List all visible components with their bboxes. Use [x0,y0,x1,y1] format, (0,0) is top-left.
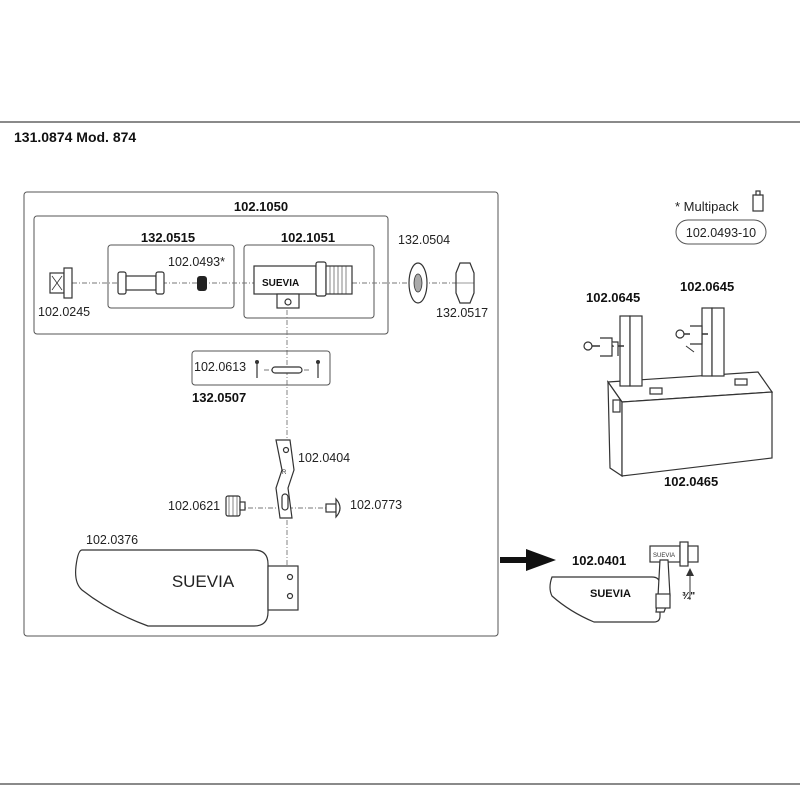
part-label-0493: 102.0493* [168,255,225,269]
valve-body-group-frame [243,244,375,319]
knurled-screw-icon [225,495,246,517]
part-label-0613: 102.0613 [194,360,246,374]
svg-text:R: R [282,470,287,476]
multipack-box-icon [752,190,764,212]
valve-body-icon [253,261,353,309]
hex-nut-icon [455,262,475,304]
group-label-1051: 102.1051 [281,230,335,245]
sleeve-icon [117,271,165,295]
mounting-box-icon [606,307,774,478]
plate-brand-label: SUEVIA [172,572,235,591]
part-label-0504: 132.0504 [398,233,450,247]
part-label-0773: 102.0773 [350,498,402,512]
part-label-0404: 102.0404 [298,451,350,465]
group-label-0507: 132.0507 [192,390,246,405]
rivet-icon [325,497,341,519]
inset-mini-brand: SUEVIA [653,553,675,559]
arrow-right-icon [500,549,556,571]
clamp-icon [675,325,708,353]
multipack-code: 102.0493-10 [686,226,756,240]
part-label-0465: 102.0465 [664,474,718,489]
multipack-code-frame [675,219,767,245]
lever-icon: R [275,439,295,519]
thread-size-label: ¾" [682,591,695,602]
main-assembly-frame [23,191,499,637]
part-label-0517: 132.0517 [436,306,488,320]
part-label-0645a: 102.0645 [586,290,640,305]
flush-plate-icon [75,549,299,627]
part-label-0621: 102.0621 [168,499,220,513]
multipack-label: * Multipack [675,199,739,214]
pin-icon [255,360,320,378]
valve-assembly-frame [33,215,389,335]
diagram-title: 131.0874 Mod. 874 [14,129,136,145]
valve-brand-label: SUEVIA [262,278,299,289]
o-ring-icon [197,276,207,291]
part-label-0401: 102.0401 [572,553,626,568]
plug-nut-icon [49,267,73,299]
group-label-0515: 132.0515 [141,230,195,245]
sleeve-group-frame [107,244,235,309]
assembled-valve-icon [549,541,699,623]
part-label-0645b: 102.0645 [680,279,734,294]
inset-brand-label: SUEVIA [590,588,631,600]
pin-group-frame [191,350,331,386]
part-label-0376: 102.0376 [86,533,138,547]
clamp-icon [583,337,624,357]
part-label-0245: 102.0245 [38,305,90,319]
group-label-main: 102.1050 [234,199,288,214]
